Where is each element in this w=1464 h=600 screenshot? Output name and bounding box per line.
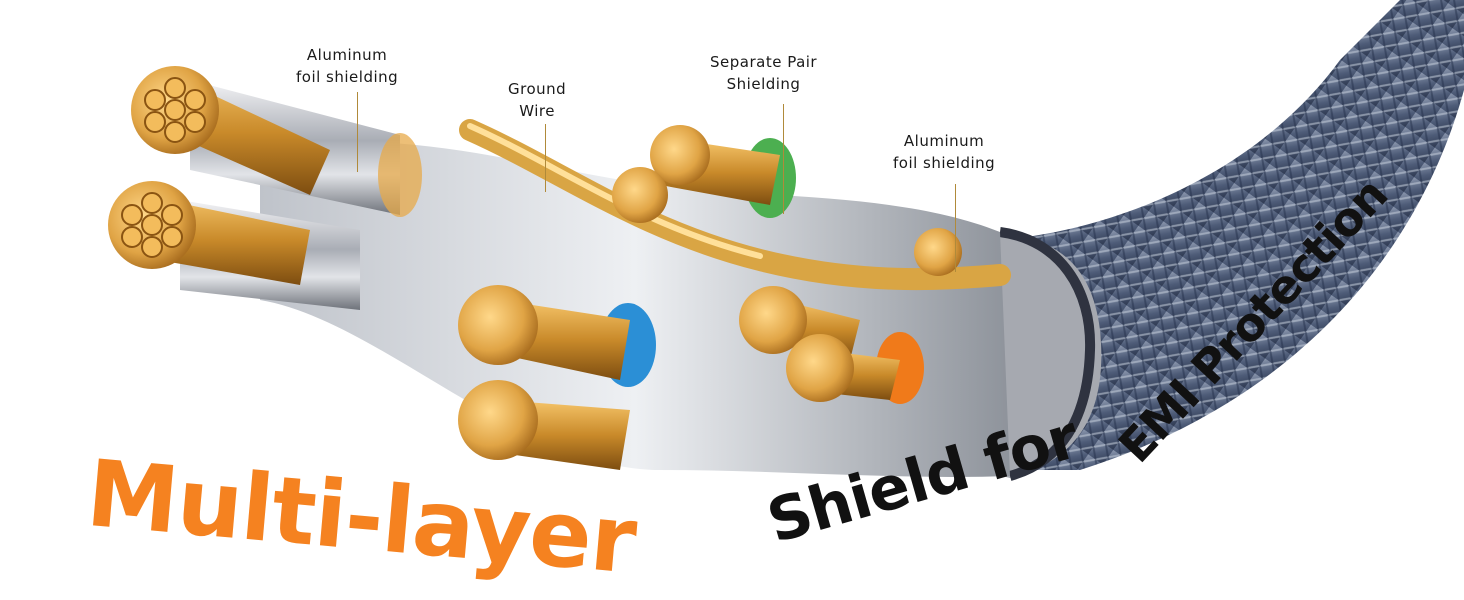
conductor-blue-pair bbox=[458, 285, 656, 470]
callout-line-1: Aluminum bbox=[306, 46, 388, 64]
callout-line-1: Separate Pair bbox=[710, 53, 818, 71]
callout-leader-ground-wire bbox=[545, 124, 546, 192]
conductor-orange-pair bbox=[739, 286, 924, 404]
callout-line-2: foil shielding bbox=[296, 68, 399, 86]
conductor-mid-left bbox=[108, 181, 360, 310]
callout-leader-pair-shielding bbox=[783, 104, 784, 214]
callout-ground-wire: Ground Wire bbox=[508, 78, 566, 122]
callout-line-2: foil shielding bbox=[893, 154, 996, 172]
callout-leader-foil-left bbox=[357, 92, 358, 172]
callout-line-1: Ground bbox=[508, 80, 567, 98]
callout-separate-pair-shielding: Separate Pair Shielding bbox=[710, 51, 817, 95]
callout-leader-foil-right bbox=[955, 184, 956, 272]
callout-foil-shielding-right: Aluminum foil shielding bbox=[893, 130, 995, 174]
callout-line-1: Aluminum bbox=[903, 132, 985, 150]
callout-line-2: Wire bbox=[519, 102, 555, 120]
callout-foil-shielding-left: Aluminum foil shielding bbox=[296, 44, 398, 88]
braided-jacket bbox=[1000, 0, 1464, 470]
ground-wire bbox=[459, 119, 1011, 291]
conductor-top-left bbox=[131, 66, 422, 217]
conductor-inner-right bbox=[914, 228, 962, 276]
callout-line-2: Shielding bbox=[726, 75, 801, 93]
